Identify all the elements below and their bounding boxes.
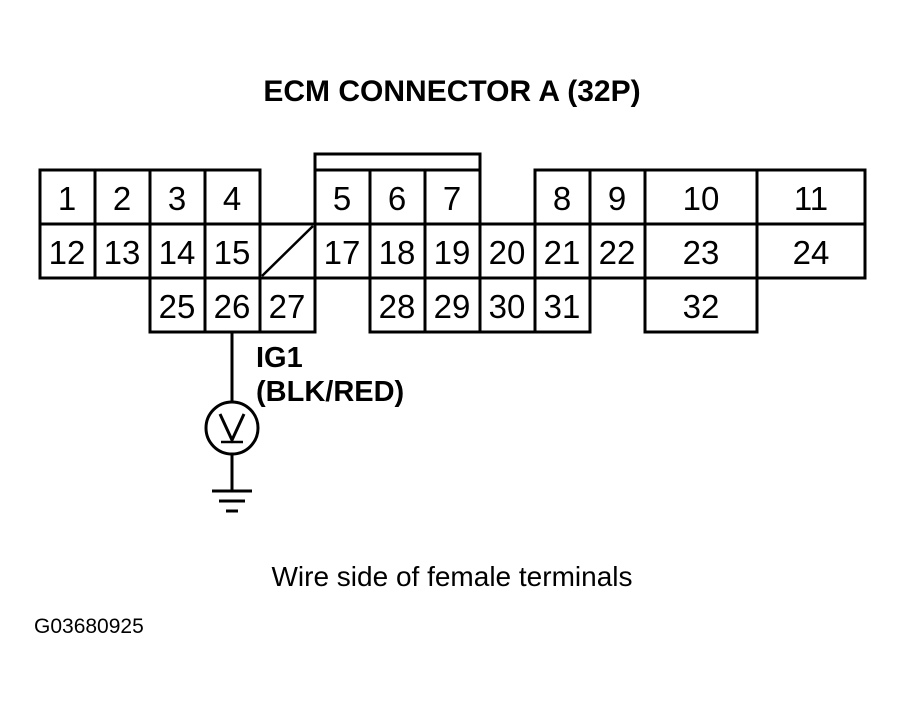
pin-10: 10: [683, 180, 720, 217]
ground-icon: [212, 489, 252, 513]
pin-26: 26: [214, 288, 251, 325]
pin-9: 9: [608, 180, 626, 217]
pin-19: 19: [434, 234, 471, 271]
pin-29: 29: [434, 288, 471, 325]
pin-28: 28: [379, 288, 416, 325]
pin-3: 3: [168, 180, 186, 217]
wire-name-label: IG1: [256, 342, 303, 374]
pin-14: 14: [159, 234, 196, 271]
pin-25: 25: [159, 288, 196, 325]
pin-2: 2: [113, 180, 131, 217]
pin-31: 31: [544, 288, 581, 325]
pin-24: 24: [793, 234, 830, 271]
diagram-caption: Wire side of female terminals: [271, 561, 632, 592]
pin-22: 22: [599, 234, 636, 271]
pin-30: 30: [489, 288, 526, 325]
figure-code: G03680925: [34, 615, 144, 638]
pin-11: 11: [794, 180, 828, 217]
voltmeter-icon: [204, 400, 260, 456]
pin-4: 4: [223, 180, 241, 217]
pin-5: 5: [333, 180, 351, 217]
pin-7: 7: [443, 180, 461, 217]
pin-1: 1: [58, 180, 76, 217]
pin-27: 27: [269, 288, 306, 325]
pin-21: 21: [544, 234, 581, 271]
connector-outline: [38, 152, 867, 334]
pin-13: 13: [104, 234, 141, 271]
page-title: ECM CONNECTOR A (32P): [263, 75, 640, 108]
pin-8: 8: [553, 180, 571, 217]
pin-32: 32: [683, 288, 720, 325]
pin-12: 12: [49, 234, 86, 271]
wire-color-label: (BLK/RED): [256, 376, 404, 408]
pin-6: 6: [388, 180, 406, 217]
pin-15: 15: [214, 234, 251, 271]
pin-18: 18: [379, 234, 416, 271]
pin-labels: 1 2 3 4 5 6 7 8 9 10 11 12 13 14 15 17 1…: [49, 180, 830, 325]
pin-20: 20: [489, 234, 526, 271]
pin-23: 23: [683, 234, 720, 271]
unused-cavity-marker: [261, 225, 314, 277]
pin-17: 17: [324, 234, 361, 271]
